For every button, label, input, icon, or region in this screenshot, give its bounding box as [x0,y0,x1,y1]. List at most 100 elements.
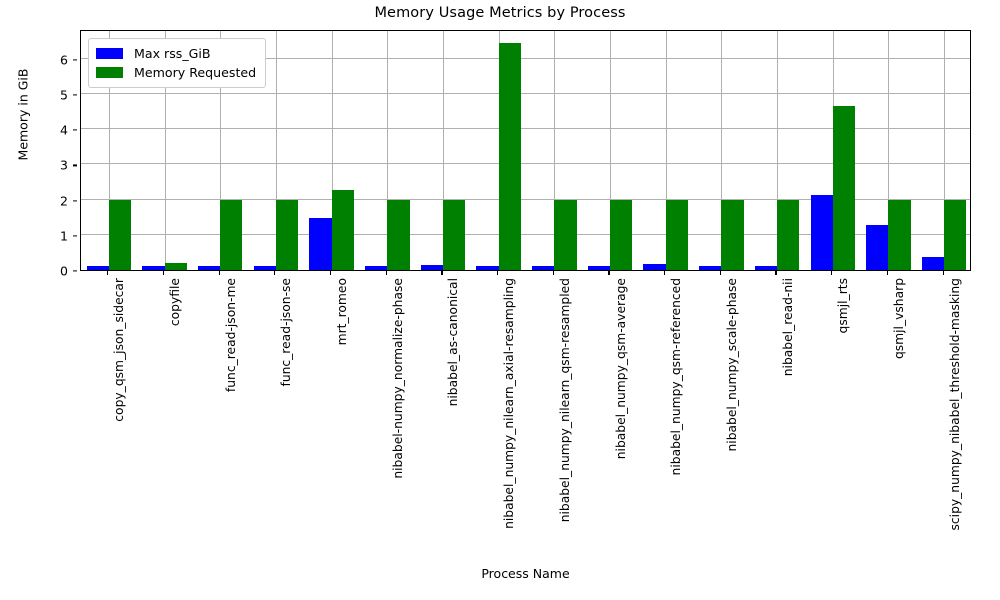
bar [442,199,466,270]
y-tick-label: 1 [60,228,68,244]
bar [643,264,666,270]
legend-item: Memory Requested [96,63,256,82]
x-tick-mark [107,271,109,275]
gridline-horizontal [81,57,970,59]
y-tick-mark [73,200,77,202]
x-tick-mark [497,271,499,275]
bar [164,263,187,270]
y-tick-label: 4 [60,122,68,138]
x-tick-mark [831,271,833,275]
legend-label: Max rss_GiB [134,46,211,61]
x-tick-label: nibabel_read-nii [780,278,795,377]
chart-title: Memory Usage Metrics by Process [374,5,626,21]
bar [610,199,633,270]
gridline-vertical [220,31,222,270]
y-tick-mark [73,270,77,272]
bar [387,199,410,270]
bar [86,265,109,270]
x-tick-label: func_read-json-me [223,278,238,393]
bar [197,265,221,270]
bar [754,265,778,270]
gridline-vertical [442,31,444,270]
x-tick-label: nibabel_numpy_qsm-average [613,278,628,460]
bar [142,265,165,270]
x-tick-mark [775,271,777,275]
legend-swatch [96,67,123,78]
gridline-horizontal [81,163,970,165]
bar [921,257,945,270]
gridline-vertical [164,31,166,270]
x-tick-mark [719,271,721,275]
x-axis-label: Process Name [481,566,570,581]
gridline-vertical [665,31,667,270]
bar [866,225,889,270]
gridline-vertical [888,31,890,270]
bar [420,264,443,270]
x-tick-label: nibabel_numpy_nilearn_qsm-resampled [557,278,572,523]
bar [832,106,856,270]
x-tick-label: scipy_numpy_nibabel_threshold-masking [947,278,962,531]
x-tick-label: copy_qsm_json_sidecar [112,278,127,422]
x-tick-mark [441,271,443,275]
y-tick-label: 5 [60,87,68,103]
x-tick-label: qsmjl_vsharp [891,278,906,360]
y-tick-mark [73,164,77,167]
x-tick-mark [886,271,889,275]
gridline-vertical [331,31,333,270]
y-tick-label: 6 [60,52,68,68]
bar [532,265,555,270]
y-axis: 0 1 2 3 4 5 6 [0,30,80,279]
x-tick-label: qsmjl_rts [836,278,851,334]
x-tick-mark [942,271,944,275]
gridline-vertical [721,31,723,270]
x-tick-label: nibabel_numpy_qsm-referenced [669,278,684,476]
x-tick-mark [274,271,276,275]
bar [331,190,354,270]
bar [365,265,388,270]
gridline-vertical [275,31,277,270]
bar [944,199,967,270]
x-tick-mark [329,271,332,275]
bar [699,265,722,270]
x-tick-label: func_read-json-se [279,278,294,387]
x-tick-label: copyfile [168,278,183,327]
gridline-horizontal [81,233,970,235]
gridline-vertical [387,31,389,270]
y-tick-label: 3 [60,157,68,173]
gridline-horizontal [81,128,970,130]
gridline-vertical [944,31,946,270]
gridline-vertical [554,31,556,270]
x-tick-label: mrt_romeo [335,278,350,346]
gridline-vertical [108,31,110,270]
x-tick-mark [385,271,387,275]
y-tick-mark [73,235,77,237]
x-tick-label: nibabel-numpy_normalize-phase [390,278,405,479]
y-tick-mark [73,94,77,96]
gridline-vertical [610,31,612,270]
y-tick-label: 0 [60,263,68,279]
bar [888,199,911,270]
x-tick-mark [162,271,165,275]
y-tick-label: 2 [60,193,68,209]
bar [721,199,744,270]
y-tick-mark [73,59,77,61]
x-tick-mark [218,271,220,275]
gridline-vertical [777,31,779,270]
bar [275,199,299,270]
bar [810,194,833,270]
x-tick-mark [552,271,554,275]
bar [554,199,577,270]
x-tick-label: nibabel_numpy_nilearn_axial-resampling [502,278,517,529]
bar [665,199,688,270]
bar [777,199,800,270]
bar [476,265,499,270]
gridline-horizontal [81,198,970,200]
bar [220,199,243,270]
legend-item: Max rss_GiB [96,44,256,63]
legend-swatch [96,48,123,59]
x-axis: copy_qsm_json_sidecar copyfile func_read-j… [80,271,971,591]
plot-area [80,30,971,271]
bar [587,265,611,270]
x-tick-label: nibabel_as-canonical [446,278,461,407]
